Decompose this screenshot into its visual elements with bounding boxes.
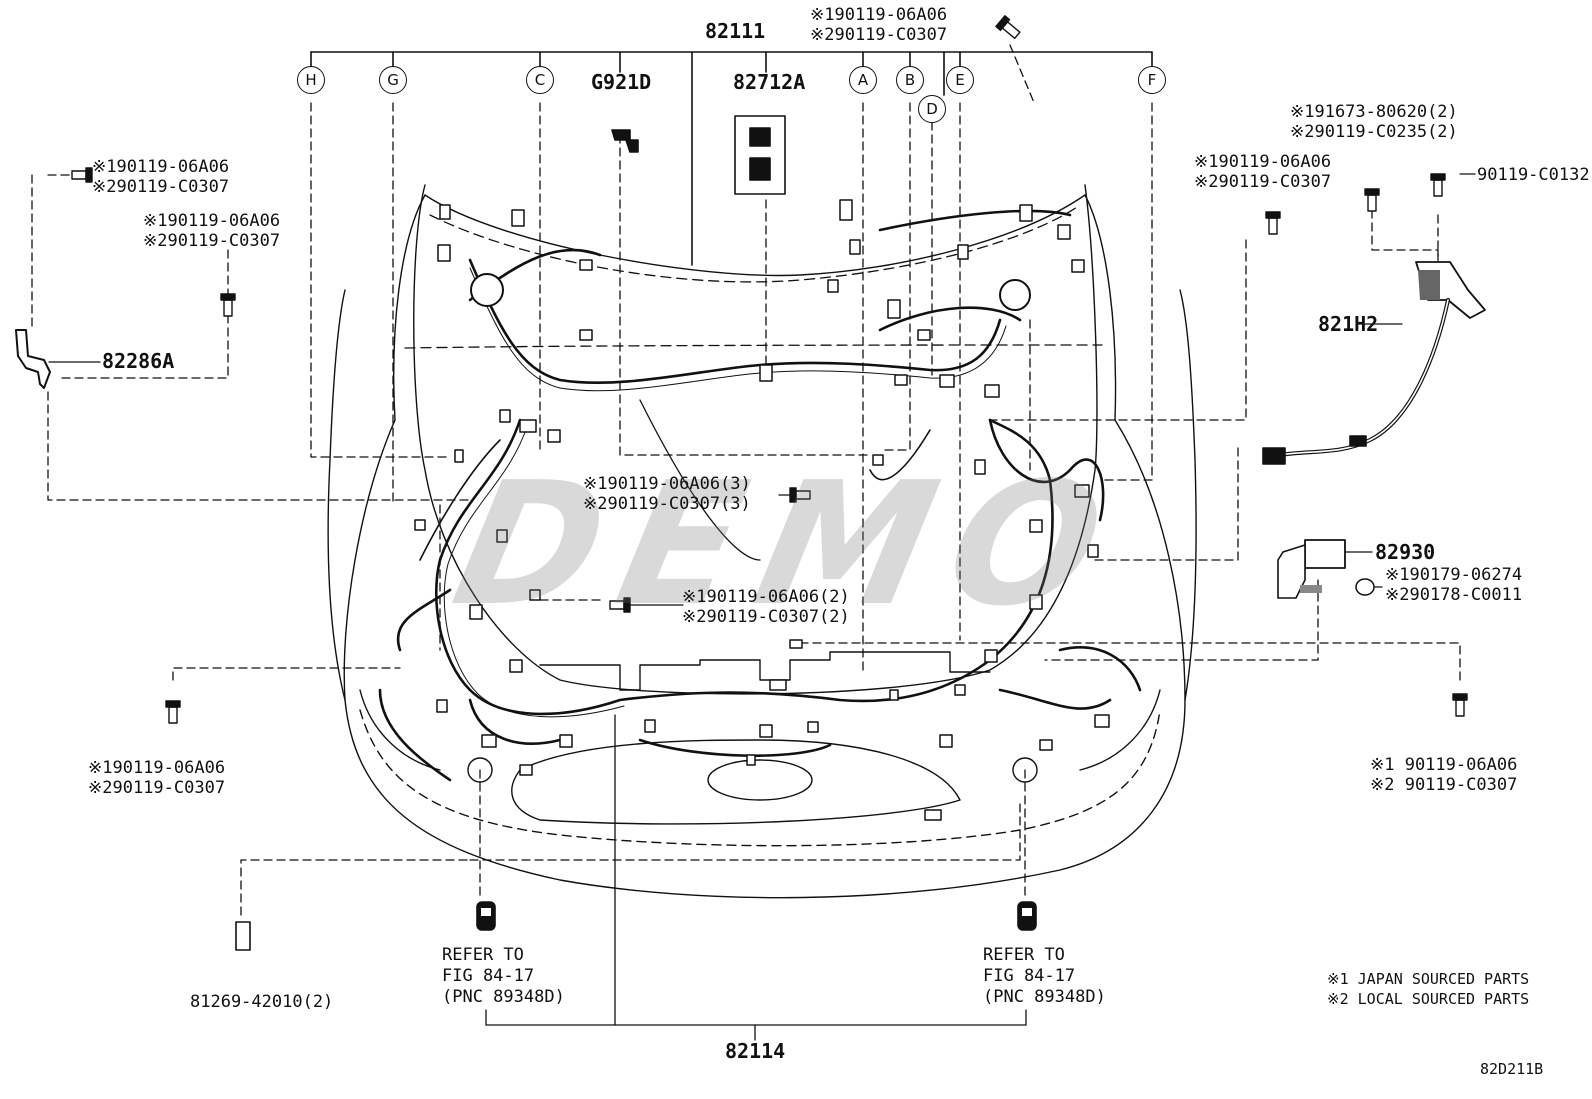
bolt-center-3-2: ※290119-C0307(3) bbox=[583, 494, 751, 514]
bolt-right-upper-1: ※190119-06A06 bbox=[1194, 152, 1332, 172]
top-bracket bbox=[310, 51, 1153, 266]
refer-right-line2: FIG 84-17 bbox=[983, 966, 1076, 986]
bolt-center-3-1: ※190119-06A06(3) bbox=[583, 474, 751, 494]
car-body-outline bbox=[327, 184, 1197, 899]
connector-marker-e: E bbox=[946, 66, 974, 94]
bolt-right-bottom-1: ※1 90119-06A06 bbox=[1370, 755, 1518, 775]
bolt-left-bottom-2: ※290119-C0307 bbox=[88, 778, 226, 798]
refer-grommets bbox=[476, 901, 1037, 931]
bolt-left-top-1: ※190119-06A06 bbox=[92, 157, 230, 177]
connector-marker-h: H bbox=[297, 66, 325, 94]
bolts bbox=[71, 15, 1468, 724]
clip-81269 bbox=[235, 921, 251, 951]
part-821h2-label: 821H2 bbox=[1318, 312, 1379, 336]
connector-marker-d: D bbox=[918, 95, 946, 123]
bolt-top-center-1: ※190119-06A06 bbox=[810, 5, 948, 25]
bolt-center-2-1: ※190119-06A06(2) bbox=[682, 587, 850, 607]
refer-left-line2: FIG 84-17 bbox=[442, 966, 535, 986]
refer-left-line3: (PNC 89348D) bbox=[442, 987, 565, 1007]
bolt-right-top-pair-2: ※290119-C0235(2) bbox=[1290, 122, 1458, 142]
bolt-right-top-pair-1: ※191673-80620(2) bbox=[1290, 102, 1458, 122]
block-82712A bbox=[734, 115, 786, 195]
part-82114-label: 82114 bbox=[725, 1039, 786, 1063]
bolt-top-center-2: ※290119-C0307 bbox=[810, 25, 948, 45]
bolt-left-top-2: ※290119-C0307 bbox=[92, 177, 230, 197]
connector-marker-g: G bbox=[379, 66, 407, 94]
bolt-left-mid-1: ※190119-06A06 bbox=[143, 211, 281, 231]
bolt-relay-1: ※190179-06274 bbox=[1385, 565, 1523, 585]
connector-marker-f: F bbox=[1138, 66, 1166, 94]
bracket-82286A bbox=[15, 329, 51, 389]
bolt-left-mid-2: ※290119-C0307 bbox=[143, 231, 281, 251]
part-82930-label: 82930 bbox=[1375, 540, 1436, 564]
wire-harness bbox=[378, 209, 1142, 782]
bolt-relay-2: ※290178-C0011 bbox=[1385, 585, 1523, 605]
bolt-right-bottom-2: ※2 90119-C0307 bbox=[1370, 775, 1518, 795]
bolt-right-upper-2: ※290119-C0307 bbox=[1194, 172, 1332, 192]
connectors bbox=[414, 199, 1110, 821]
connector-marker-a: A bbox=[849, 66, 877, 94]
solid-leaders bbox=[48, 173, 1476, 1041]
bolt-left-bottom-1: ※190119-06A06 bbox=[88, 758, 226, 778]
figure-id: 82D211B bbox=[1480, 1060, 1544, 1078]
refer-right-line3: (PNC 89348D) bbox=[983, 987, 1106, 1007]
legend-local: ※2 LOCAL SOURCED PARTS bbox=[1327, 990, 1530, 1008]
part-82111-label: 82111 bbox=[705, 19, 766, 43]
refer-right-line1: REFER TO bbox=[983, 945, 1065, 965]
part-g921d-label: G921D bbox=[591, 70, 652, 94]
bolt-center-2-2: ※290119-C0307(2) bbox=[682, 607, 850, 627]
refer-left-line1: REFER TO bbox=[442, 945, 524, 965]
connector-leaders bbox=[31, 44, 1461, 916]
connector-marker-c: C bbox=[526, 66, 554, 94]
ground-terminal bbox=[611, 129, 639, 153]
part-81269-label: 81269-42010(2) bbox=[190, 992, 334, 1012]
firewall-line bbox=[404, 344, 1103, 349]
harness-821H2 bbox=[1262, 261, 1486, 465]
part-82712a-label: 82712A bbox=[733, 70, 806, 94]
connector-marker-b: B bbox=[896, 66, 924, 94]
relay-82930 bbox=[1277, 539, 1346, 599]
grommet bbox=[470, 273, 504, 307]
legend-japan: ※1 JAPAN SOURCED PARTS bbox=[1327, 970, 1530, 988]
part-82286a-label: 82286A bbox=[102, 349, 175, 373]
bolt-right-single: 90119-C0132 bbox=[1477, 165, 1590, 185]
